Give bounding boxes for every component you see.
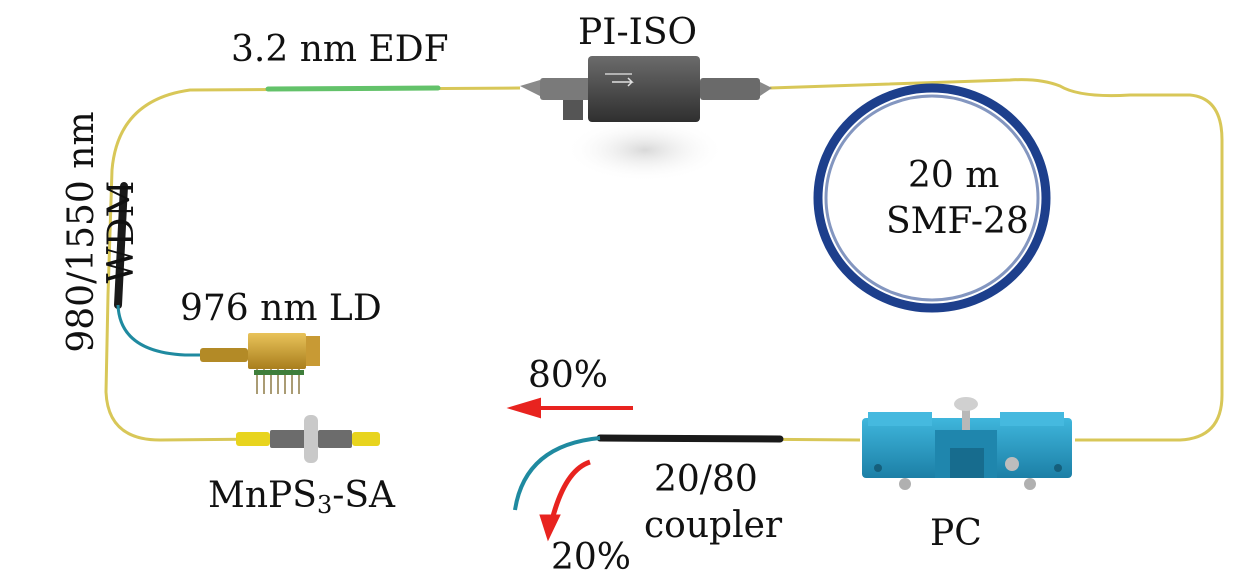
laser-diode-label: 976 nm LD — [180, 288, 382, 329]
arrow-80-percent — [506, 397, 633, 419]
output-80-label: 80% — [528, 355, 609, 396]
laser-diode — [200, 333, 320, 394]
ld-pigtail — [116, 304, 200, 357]
sa-label-prefix: MnPS — [208, 475, 317, 516]
smf-type-label: SMF-28 — [886, 201, 1029, 242]
sa-label-subscript: 3 — [316, 491, 333, 519]
pi-isolator — [520, 56, 772, 122]
wdm-coupler — [114, 182, 128, 309]
isolator-label: PI-ISO — [578, 12, 698, 53]
wdm-label-wavelengths: 980/1550 nm — [61, 111, 102, 353]
isolator-shadow — [565, 118, 725, 182]
coupler-type-label: coupler — [644, 505, 783, 546]
saturable-absorber-label: MnPS3-SA — [208, 475, 396, 519]
arrow-20-percent — [539, 459, 591, 542]
smf-length-label: 20 m — [908, 155, 1000, 196]
saturable-absorber — [236, 415, 380, 463]
edf-label: 3.2 nm EDF — [231, 29, 449, 70]
output-fiber — [513, 436, 601, 511]
smf-coil-inner — [824, 94, 1040, 302]
coupler-ratio-label: 20/80 — [654, 459, 758, 500]
output-coupler — [596, 434, 784, 443]
fiber-ring — [104, 78, 1224, 442]
edf-segment — [265, 85, 441, 92]
polarization-controller — [862, 397, 1072, 490]
wdm-label-type: WDM — [101, 180, 142, 284]
smf-coil — [813, 83, 1051, 313]
output-20-label: 20% — [551, 537, 632, 578]
sa-label-suffix: -SA — [332, 475, 396, 516]
pc-label: PC — [930, 513, 982, 554]
